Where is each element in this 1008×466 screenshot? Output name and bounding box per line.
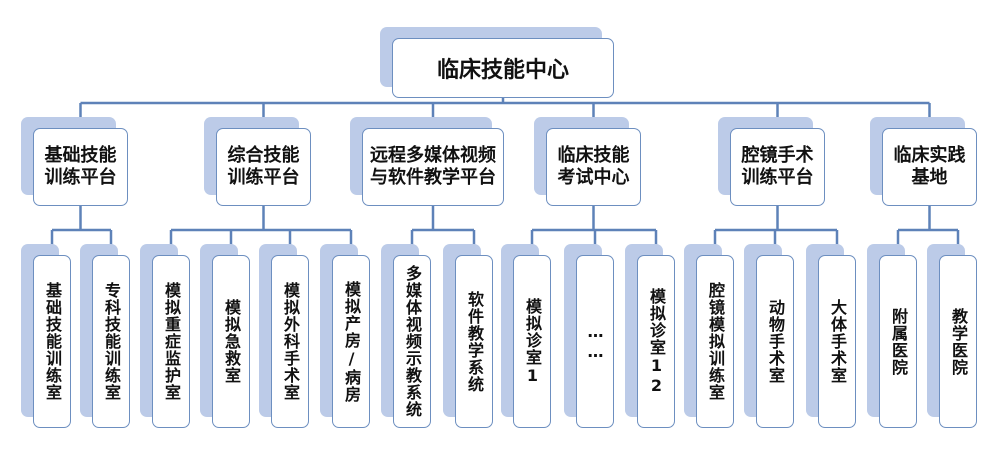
category-node: 临床技能考试中心 xyxy=(546,128,641,206)
leaf-node-label: 模拟重症监护室 xyxy=(162,282,181,401)
leaf-node: 模拟诊室1 xyxy=(513,255,551,428)
root-node: 临床技能中心 xyxy=(392,38,614,98)
leaf-node: 多媒体视频示教系统 xyxy=(393,255,431,428)
leaf-node-label: 教学医院 xyxy=(949,307,968,376)
leaf-node-label: 模拟外科手术室 xyxy=(281,282,300,401)
leaf-node-label: 腔镜模拟训练室 xyxy=(706,282,725,401)
category-node-label: 基础技能训练平台 xyxy=(44,145,117,188)
category-node: 综合技能训练平台 xyxy=(216,128,311,206)
leaf-node: 软件教学系统 xyxy=(455,255,493,428)
leaf-node-label: 多媒体视频示教系统 xyxy=(403,265,422,418)
leaf-node-label: 模拟诊室1 xyxy=(523,297,542,386)
leaf-node-label: 基础技能训练室 xyxy=(43,282,62,401)
leaf-node-label: 大体手术室 xyxy=(828,299,847,384)
leaf-node-label: 模拟诊室12 xyxy=(647,287,666,396)
category-node-label: 临床技能考试中心 xyxy=(557,145,630,188)
leaf-node: 模拟诊室12 xyxy=(637,255,675,428)
category-node: 远程多媒体视频与软件教学平台 xyxy=(362,128,504,206)
leaf-node-label: 模拟急救室 xyxy=(222,299,241,384)
leaf-node: …… xyxy=(576,255,614,428)
leaf-node: 附属医院 xyxy=(879,255,917,428)
leaf-node: 模拟外科手术室 xyxy=(271,255,309,428)
leaf-node-label: 专科技能训练室 xyxy=(102,282,121,401)
leaf-node: 基础技能训练室 xyxy=(33,255,71,428)
leaf-node: 腔镜模拟训练室 xyxy=(696,255,734,428)
leaf-node-label: 附属医院 xyxy=(889,307,908,376)
leaf-node: 专科技能训练室 xyxy=(92,255,130,428)
leaf-node-label: …… xyxy=(586,321,605,362)
category-node-label: 综合技能训练平台 xyxy=(227,145,300,188)
leaf-node-label: 软件教学系统 xyxy=(465,290,484,393)
leaf-node-label: 模拟产房/病房 xyxy=(342,280,361,403)
leaf-node: 模拟产房/病房 xyxy=(332,255,370,428)
leaf-node: 模拟重症监护室 xyxy=(152,255,190,428)
leaf-node: 动物手术室 xyxy=(756,255,794,428)
category-node-label: 临床实践基地 xyxy=(893,145,966,188)
root-node-label: 临床技能中心 xyxy=(436,58,569,83)
category-node-label: 腔镜手术训练平台 xyxy=(741,145,814,188)
leaf-node: 教学医院 xyxy=(939,255,977,428)
category-node-label: 远程多媒体视频与软件教学平台 xyxy=(370,145,496,188)
leaf-node: 大体手术室 xyxy=(818,255,856,428)
category-node: 临床实践基地 xyxy=(882,128,977,206)
category-node: 基础技能训练平台 xyxy=(33,128,128,206)
category-node: 腔镜手术训练平台 xyxy=(730,128,825,206)
leaf-node-label: 动物手术室 xyxy=(766,299,785,384)
leaf-node: 模拟急救室 xyxy=(212,255,250,428)
